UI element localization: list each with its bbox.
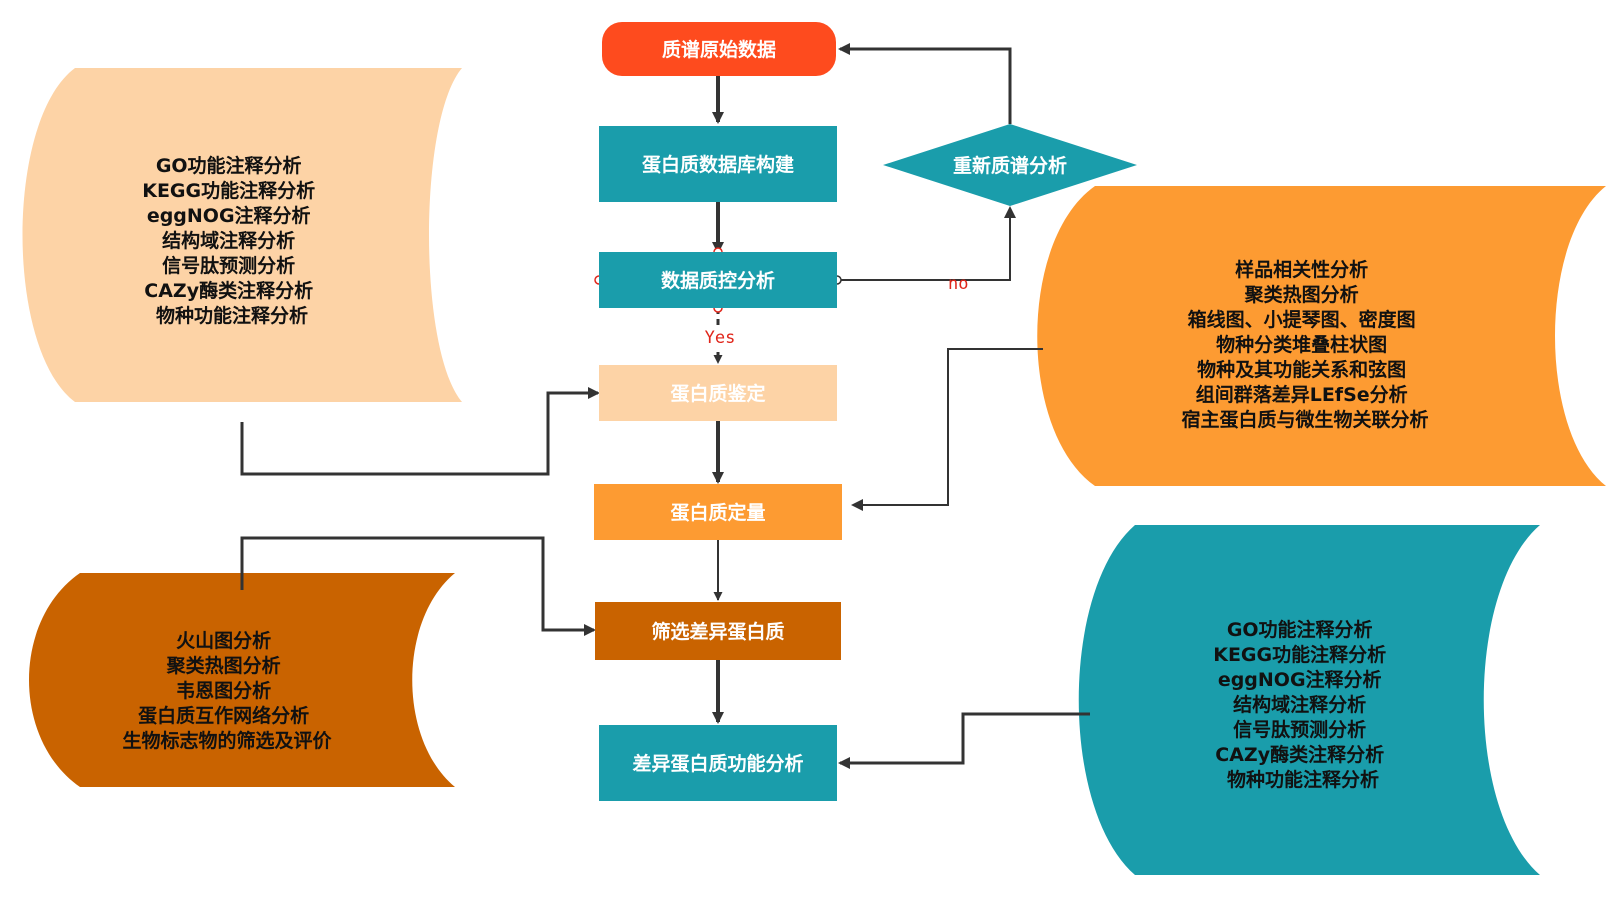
node-diff-function-label: 差异蛋白质功能分析 — [632, 752, 803, 775]
node-diff-screen-label: 筛选差异蛋白质 — [651, 620, 784, 643]
panel-identification-annotations: GO功能注释分析 KEGG功能注释分析 eggNOG注释分析 结构域注释分析 信… — [22, 68, 462, 402]
node-raw-data-label: 质谱原始数据 — [662, 38, 776, 61]
node-reanalysis-label: 重新质谱分析 — [953, 154, 1067, 177]
arrow-func-panel-to-diff-function — [838, 712, 1090, 769]
edge-label-yes: Yes — [705, 328, 736, 348]
node-reanalysis: 重新质谱分析 — [883, 124, 1137, 206]
node-quantification: 蛋白质定量 — [594, 484, 842, 540]
panel-diff-screen-analyses: 火山图分析 聚类热图分析 韦恩图分析 蛋白质互作网络分析 生物标志物的筛选及评价 — [29, 573, 455, 787]
panel-diff-function-annotations-text: GO功能注释分析 KEGG功能注释分析 eggNOG注释分析 结构域注释分析 信… — [1213, 618, 1393, 791]
arrow-id-panel-to-identification — [240, 387, 600, 476]
node-identification-label: 蛋白质鉴定 — [670, 382, 765, 405]
node-db-build-label: 蛋白质数据库构建 — [642, 153, 794, 176]
arrow-reanalysis-to-raw — [838, 43, 1012, 124]
node-diff-screen: 筛选差异蛋白质 — [595, 602, 841, 660]
node-db-build: 蛋白质数据库构建 — [599, 126, 837, 202]
node-diff-function: 差异蛋白质功能分析 — [599, 725, 837, 801]
connectors — [240, 43, 1090, 769]
node-qc: 数据质控分析 — [599, 252, 837, 308]
edge-label-yes-bg — [700, 327, 740, 347]
arrow-diff-panel-to-diff-screen — [240, 536, 596, 636]
node-raw-data: 质谱原始数据 — [602, 22, 836, 76]
node-qc-label: 数据质控分析 — [661, 269, 775, 292]
edge-label-no: no — [948, 274, 968, 294]
arrow-qc-to-reanalysis — [835, 206, 1016, 281]
panel-identification-annotations-text: GO功能注释分析 KEGG功能注释分析 eggNOG注释分析 结构域注释分析 信… — [142, 154, 322, 327]
panel-quantification-analyses-text: 样品相关性分析 聚类热图分析 箱线图、小提琴图、密度图 物种分类堆叠柱状图 物种… — [1181, 258, 1428, 431]
panel-diff-screen-analyses-text: 火山图分析 聚类热图分析 韦恩图分析 蛋白质互作网络分析 生物标志物的筛选及评价 — [122, 629, 332, 752]
node-identification: 蛋白质鉴定 — [599, 365, 837, 421]
panel-diff-function-annotations: GO功能注释分析 KEGG功能注释分析 eggNOG注释分析 结构域注释分析 信… — [1078, 525, 1540, 875]
node-quantification-label: 蛋白质定量 — [670, 501, 765, 524]
arrow-quant-panel-to-quantification — [851, 348, 1043, 511]
panel-quantification-analyses: 样品相关性分析 聚类热图分析 箱线图、小提琴图、密度图 物种分类堆叠柱状图 物种… — [1037, 186, 1606, 486]
